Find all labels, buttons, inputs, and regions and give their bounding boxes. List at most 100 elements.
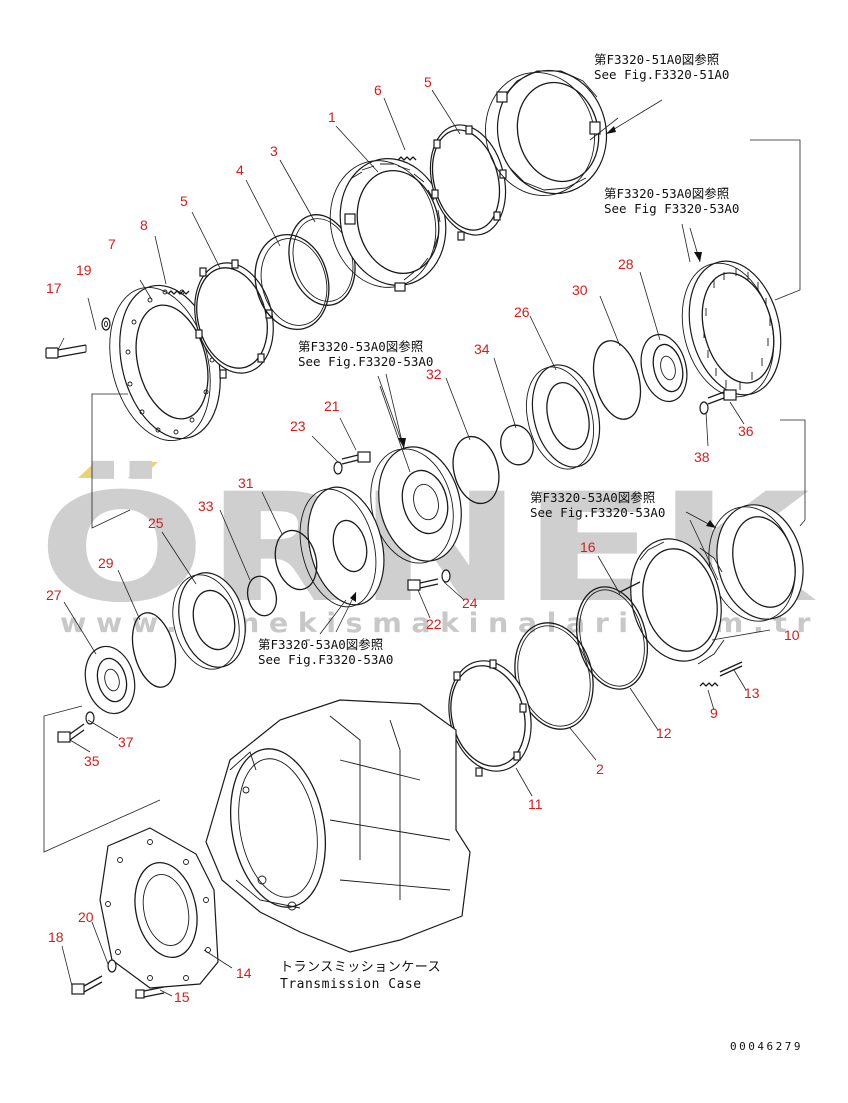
part-37-washer xyxy=(85,711,95,725)
reference-53a0-center-jp: 第F3320-53A0図参照 xyxy=(298,339,424,354)
callout-31: 31 xyxy=(238,475,254,491)
callout-12: 12 xyxy=(656,725,672,741)
reference-53a0-right: 第F3320-53A0図参照 See Fig.F3320-53A0 xyxy=(530,490,665,520)
part-1-clutch-cage xyxy=(329,158,447,292)
callout-7: 7 xyxy=(108,236,116,252)
drum-ref-53a0-right xyxy=(708,504,804,622)
drum-ref-53a0-upper xyxy=(681,260,782,398)
callout-21: 21 xyxy=(324,398,340,414)
callout-25: 25 xyxy=(148,515,164,531)
part-6-spring xyxy=(397,156,417,161)
reference-53a0-upper-right: 第F3320-53A0図参照 See Fig F3320-53A0 xyxy=(604,186,739,216)
callout-24: 24 xyxy=(462,595,478,611)
callout-9: 9 xyxy=(710,705,718,721)
callout-28: 28 xyxy=(618,256,634,272)
part-18-bolt xyxy=(71,975,103,995)
callout-36: 36 xyxy=(738,423,754,439)
callout-30: 30 xyxy=(572,282,588,298)
reference-51a0-en: See Fig.F3320-51A0 xyxy=(594,67,730,82)
reference-53a0-lower: 第F3320-53A0図参照 See Fig.F3320-53A0 xyxy=(258,637,393,667)
callout-18: 18 xyxy=(48,929,64,945)
carrier-ref-53a0-lower xyxy=(299,486,385,608)
part-14-cover xyxy=(99,827,219,989)
callout-11: 11 xyxy=(528,796,543,812)
callout-5-lower: 5 xyxy=(180,193,188,209)
part-25-plate xyxy=(172,572,246,670)
part-26-plate xyxy=(526,364,601,470)
part-17-bolt xyxy=(45,344,87,359)
transmission-case xyxy=(205,699,471,953)
reference-53a0-upper-right-en: See Fig F3320-53A0 xyxy=(604,201,740,216)
callout-3: 3 xyxy=(270,143,278,159)
drawing-number: 00046279 xyxy=(730,1040,803,1053)
callout-27: 27 xyxy=(46,587,62,603)
callout-16: 16 xyxy=(580,539,596,555)
reference-53a0-lower-jp: 第F3320-53A0図参照 xyxy=(258,637,384,652)
part-11-clutch-plate xyxy=(448,659,532,777)
housing-ref-51a0 xyxy=(485,69,608,197)
part-31-ring xyxy=(274,529,318,591)
reference-53a0-center-en: See Fig.F3320-53A0 xyxy=(298,354,434,369)
part-34-ring xyxy=(500,424,534,466)
part-21-bolt xyxy=(341,451,371,465)
callout-32: 32 xyxy=(426,366,442,382)
transmission-case-label-en: Transmission Case xyxy=(280,977,422,992)
callout-5-upper: 5 xyxy=(424,74,432,90)
callout-26: 26 xyxy=(514,304,530,320)
reference-53a0-lower-en: See Fig.F3320-53A0 xyxy=(258,652,394,667)
part-10-ring-gear xyxy=(630,538,725,665)
callout-33: 33 xyxy=(198,498,214,514)
part-4-ring xyxy=(254,233,330,331)
reference-53a0-right-jp: 第F3320-53A0図参照 xyxy=(530,490,656,505)
callout-17: 17 xyxy=(46,280,62,296)
transmission-case-label: トランスミッションケース Transmission Case xyxy=(280,959,441,993)
callout-6: 6 xyxy=(374,82,382,98)
reference-53a0-right-en: See Fig.F3320-53A0 xyxy=(530,505,666,520)
callout-2: 2 xyxy=(596,761,604,777)
part-35-bolt xyxy=(57,723,85,743)
part-5-clutch-plate-upper xyxy=(429,124,507,241)
part-32-ring xyxy=(452,435,500,505)
part-28-bearing xyxy=(640,333,688,403)
part-27-bearing xyxy=(84,645,136,715)
transmission-case-label-jp: トランスミッションケース xyxy=(280,960,442,975)
callout-22: 22 xyxy=(426,616,442,632)
reference-arrows xyxy=(335,99,717,633)
reference-51a0-jp: 第F3320-51A0図参照 xyxy=(594,52,720,67)
reference-53a0-center: 第F3320-53A0図参照 See Fig.F3320-53A0 xyxy=(298,339,433,369)
callout-1: 1 xyxy=(328,109,336,125)
part-30-snap-ring xyxy=(592,340,642,420)
assembly-lines xyxy=(43,89,806,997)
part-7-bolt-holes xyxy=(125,289,215,435)
reference-53a0-upper-right-jp: 第F3320-53A0図参照 xyxy=(604,186,730,201)
callout-8: 8 xyxy=(140,217,148,233)
part-8-spring-pin xyxy=(167,290,190,295)
part-16-pin xyxy=(619,581,641,593)
callout-20: 20 xyxy=(78,909,94,925)
part-33-ring xyxy=(246,575,278,617)
part-22-bolt xyxy=(407,578,439,591)
callout-38: 38 xyxy=(694,449,710,465)
part-20-washer xyxy=(107,959,117,973)
callout-13: 13 xyxy=(744,685,760,701)
part-9-spring xyxy=(699,682,719,687)
part-24-washer xyxy=(441,569,451,583)
callout-37: 37 xyxy=(118,734,134,750)
callout-29: 29 xyxy=(98,555,114,571)
watermark-accent-left xyxy=(78,462,108,478)
callout-15: 15 xyxy=(174,989,190,1005)
callout-4: 4 xyxy=(236,162,244,178)
part-36-bolt xyxy=(707,389,737,405)
part-23-washer xyxy=(333,461,343,475)
callout-23: 23 xyxy=(290,418,306,434)
part-19-washer xyxy=(101,317,111,331)
watermark-accent-right xyxy=(128,462,158,478)
part-15-dowel xyxy=(135,986,165,999)
callout-19: 19 xyxy=(76,262,92,278)
part-38-washer xyxy=(699,401,709,415)
callout-35: 35 xyxy=(84,753,100,769)
callout-14: 14 xyxy=(236,965,252,981)
callout-34: 34 xyxy=(474,341,490,357)
